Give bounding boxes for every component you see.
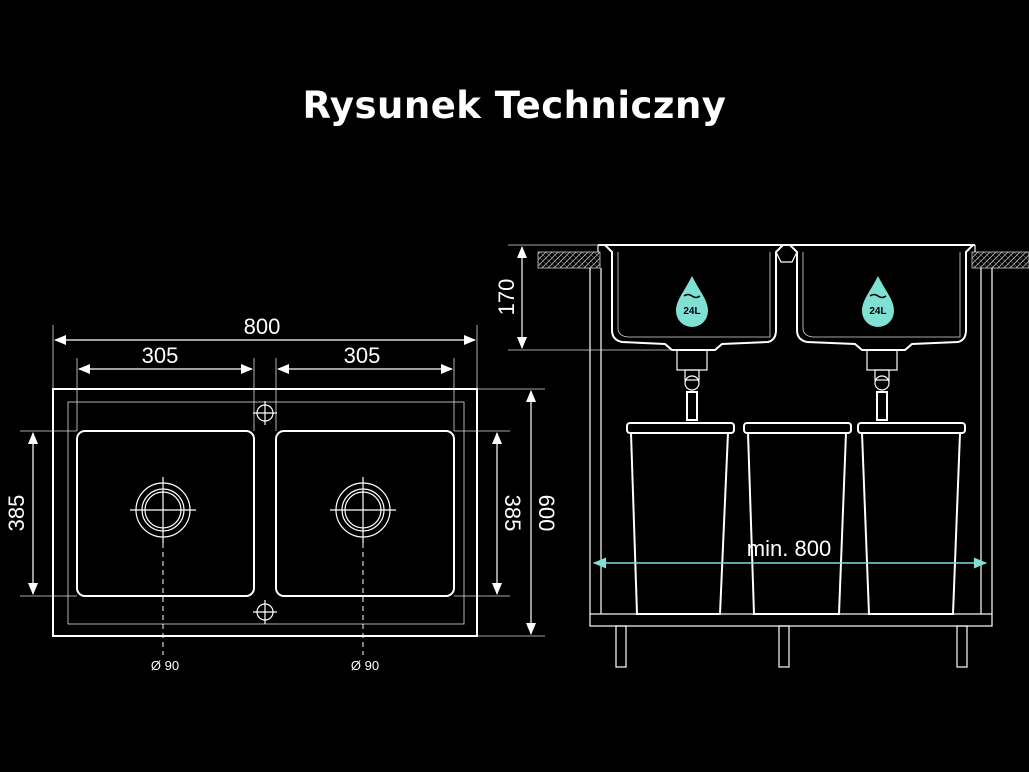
capacity-left-label: 24L <box>683 306 700 317</box>
drain-left <box>130 477 196 655</box>
cabinet-leg <box>778 625 790 668</box>
bowl-height-label: 170 <box>494 279 519 316</box>
waste-bin-right <box>857 422 966 615</box>
bowl-right-depth-label: 385 <box>500 495 525 532</box>
overall-width-label: 800 <box>244 314 281 339</box>
cabinet-floor <box>589 613 993 627</box>
drain-right <box>330 477 396 655</box>
bowl-left <box>76 430 255 597</box>
side-view: 24L 24L <box>494 244 1029 668</box>
countertop-left <box>537 251 601 269</box>
sink-rim <box>67 401 465 625</box>
overall-depth-label: 600 <box>534 495 559 532</box>
bowl-right <box>275 430 455 597</box>
water-drop-icon: 24L <box>676 276 708 327</box>
top-view: 800 305 305 385 385 600 Ø 90 Ø 90 <box>4 314 559 673</box>
tap-hole-top <box>253 401 277 425</box>
sink-outline <box>52 388 478 637</box>
drain-left-label: Ø 90 <box>151 658 179 673</box>
cabinet-leg <box>615 625 627 668</box>
cabinet-min-label: min. 800 <box>747 536 831 561</box>
capacity-right-label: 24L <box>869 306 886 317</box>
drain-pipe-right <box>866 349 898 421</box>
countertop-right <box>971 251 1029 269</box>
tap-hole-bottom <box>253 600 277 624</box>
drain-pipe-left <box>676 349 708 421</box>
waste-bin-middle <box>743 422 852 615</box>
bowl-left-depth-label: 385 <box>4 495 29 532</box>
bowl-right-width-label: 305 <box>344 343 381 368</box>
water-drop-icon: 24L <box>862 276 894 327</box>
cabinet-leg <box>956 625 968 668</box>
page-title: Rysunek Techniczny <box>302 84 727 127</box>
bowl-left-width-label: 305 <box>142 343 179 368</box>
waste-bin-left <box>626 422 735 615</box>
drain-right-label: Ø 90 <box>351 658 379 673</box>
